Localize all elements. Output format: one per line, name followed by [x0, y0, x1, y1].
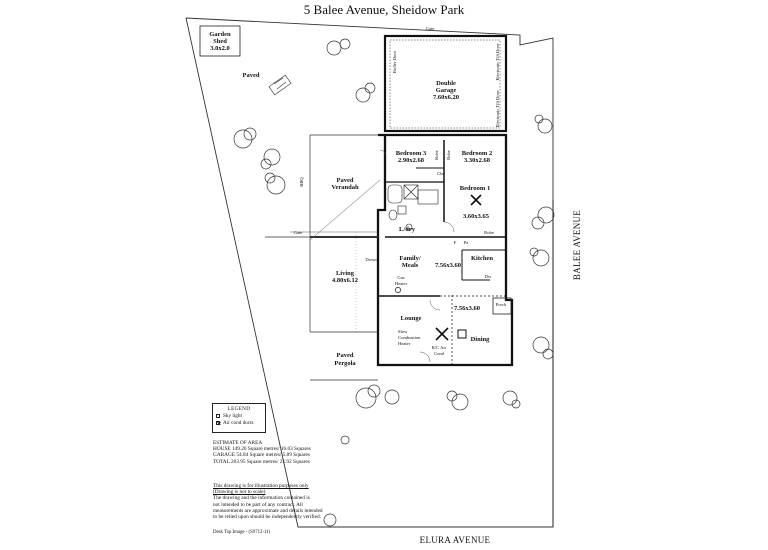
skylight-icon	[216, 414, 220, 418]
robe-label: Robe	[434, 150, 439, 160]
garage-size: 7.60x6.20	[433, 94, 459, 101]
street-south-label: ELURA AVENUE	[420, 535, 491, 545]
roller-door-label: Roller Door	[392, 50, 397, 73]
bedroom2-label: Bedroom 2	[462, 150, 492, 157]
disclaimer-line: The drawing and the information containe…	[213, 495, 310, 502]
disclaimer-line: (Drawing is not to scale)	[213, 489, 266, 496]
garage-label-2: Garage	[436, 87, 457, 94]
plan-title: 5 Balee Avenue, Sheidow Park	[303, 2, 465, 17]
dining-label: Dining	[471, 336, 491, 343]
paved-label: Paved	[243, 72, 260, 79]
garden-shed-size: 3.0x2.0	[210, 45, 230, 52]
down-label: Down	[365, 257, 377, 262]
family-size: 7.56x3.60	[435, 262, 461, 269]
bath-fixtures	[387, 184, 439, 231]
gas-heater-label-2: Heater	[395, 281, 408, 286]
bedroom1-size: 3.60x3.65	[463, 213, 490, 220]
porch	[492, 297, 512, 315]
disclaimer-line: to be relied upon should be independentl…	[213, 514, 321, 521]
fridge-label: F	[454, 240, 457, 245]
bedroom3-size: 2.90x2.68	[398, 157, 425, 164]
area-estimate: ESTIMATE OF AREA HOUSE 149.20 Square met…	[213, 440, 311, 465]
area-total: TOTAL 203.95 Square metres/ 21.92 Square…	[213, 458, 310, 465]
slow-heater-label-3: Heater	[398, 341, 411, 346]
footer-credit: Desk Top Image - (S9712-11)	[213, 530, 271, 535]
tilt-door-label: Electronic Tilt Door	[495, 43, 500, 80]
legend-box: LEGEND Sky light Air cond ducts	[212, 403, 266, 433]
property-boundary	[185, 17, 554, 528]
verandah-label: Paved	[337, 177, 354, 184]
porch-label: Porch	[496, 302, 507, 307]
lounge-label: Lounge	[401, 315, 422, 322]
gas-heater-icon	[395, 287, 401, 293]
disclaimer-line: measurements are approximate and details…	[213, 507, 323, 514]
pergola-label-2: Pergola	[334, 360, 356, 367]
street-east-label: BALEE AVENUE	[572, 210, 582, 280]
robe-label: Robe	[484, 230, 494, 235]
pergola-label: Paved	[337, 352, 354, 359]
garden-shed	[199, 25, 241, 57]
bbq-label: BBQ	[299, 177, 304, 187]
gate-label: Gate	[426, 26, 435, 31]
slow-heater-label: Slow	[398, 329, 408, 334]
area-garage: GARAGE 54.84 Square metres/ 5.89 Squares	[213, 452, 310, 459]
rc-air-label: R/C Air	[432, 345, 447, 350]
lounge-size: 7.56x3.60	[454, 305, 480, 312]
air-cond-icon	[457, 329, 467, 339]
bedroom1-label: Bedroom 1	[460, 185, 490, 192]
disclaimer-line: This drawing is for illustration purpose…	[213, 483, 309, 489]
robe-label: Robe	[446, 150, 451, 160]
ceiling-fan-icon	[435, 327, 449, 341]
area-house: HOUSE 149.20 Square metres/ 16.03 Square…	[213, 446, 311, 453]
door-swings	[379, 149, 455, 363]
kitchen-label: Kitchen	[471, 255, 493, 262]
legend-item-label: Sky light	[223, 413, 242, 419]
family-label: Family/	[399, 255, 420, 262]
gate-label: Gate	[294, 230, 303, 235]
garden-shed-label: Garden	[209, 31, 231, 38]
living-label: Living	[336, 270, 355, 277]
disclaimer: This drawing is for illustration purpose…	[213, 483, 323, 520]
slow-heater-label-2: Combustion	[398, 335, 421, 340]
legend-item-label: Air cond ducts	[223, 420, 254, 426]
air-cond-icon	[216, 421, 220, 425]
bedroom2-size: 3.30x2.68	[464, 157, 491, 164]
dishwasher-label: Dw	[485, 274, 492, 279]
verandah-label-2: Verandah	[331, 184, 359, 191]
cbd-label: Cbd	[437, 171, 445, 176]
trees	[233, 38, 555, 527]
legend-heading: LEGEND	[227, 406, 251, 412]
bedroom3-label: Bedroom 3	[396, 150, 427, 157]
living-size: 4.80x6.12	[332, 277, 358, 284]
stairs	[268, 74, 292, 96]
verandah-outline	[265, 134, 378, 381]
disclaimer-line: not intended to be part of any contract.…	[213, 501, 303, 508]
house-walls	[376, 133, 514, 367]
meals-label: Meals	[402, 262, 419, 269]
gas-heater-label: Gas	[397, 275, 404, 280]
legend-item: Sky light	[216, 413, 265, 419]
garage-label: Double	[436, 80, 456, 87]
garage-walls	[383, 34, 508, 133]
area-heading: ESTIMATE OF AREA	[213, 440, 263, 446]
rc-air-label-2: Cond	[434, 351, 445, 356]
legend-item: Air cond ducts	[216, 420, 265, 426]
tilt-door-label: Electronic Tilt Door	[495, 90, 500, 127]
laundry-label: L/dry	[399, 226, 416, 233]
garden-shed-label-2: Shed	[213, 38, 227, 45]
pantry-label: Pa	[464, 240, 469, 245]
ceiling-fan-icon	[470, 194, 482, 206]
